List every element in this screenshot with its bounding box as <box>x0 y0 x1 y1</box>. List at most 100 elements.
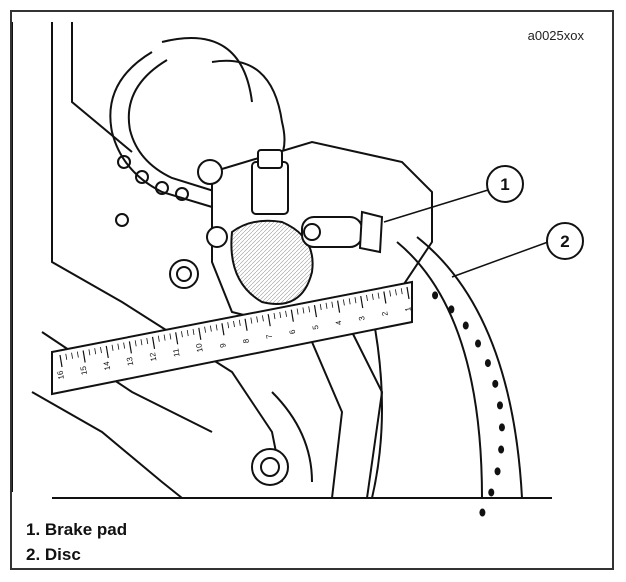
bolts <box>115 213 289 486</box>
ruler-minor-tick <box>319 303 322 311</box>
ruler-tick <box>383 291 387 304</box>
ruler-tick-label: 1 <box>403 306 413 312</box>
ruler-tick-label: 3 <box>357 315 367 321</box>
ruler-tick-label: 9 <box>218 342 228 348</box>
disc-hole <box>488 488 495 497</box>
disc-hole <box>475 339 482 348</box>
ruler-tick-label: 13 <box>125 356 136 367</box>
ruler-minor-tick <box>123 342 126 349</box>
ruler-minor-tick <box>140 339 143 346</box>
ruler-minor-tick <box>181 331 183 338</box>
ruler-minor-tick <box>94 348 97 355</box>
legend-item-brake-pad: 1. Brake pad <box>26 520 128 539</box>
disc-hole <box>498 423 505 432</box>
ruler-minor-tick <box>296 308 299 315</box>
ruler-tick <box>406 286 410 300</box>
ruler-tick <box>337 300 341 313</box>
ruler-minor-tick <box>192 328 195 335</box>
ruler-minor-tick <box>400 288 403 295</box>
ruler-tick-label: 11 <box>171 347 181 357</box>
ruler-minor-tick <box>238 319 241 326</box>
ruler-minor-tick <box>215 324 218 331</box>
leader-lines <box>383 189 549 278</box>
ruler-minor-tick <box>88 349 91 356</box>
ruler-minor-tick <box>169 333 172 340</box>
disc-holes <box>432 291 505 517</box>
disc-hole <box>484 359 491 368</box>
ruler-tick-label: 2 <box>380 310 390 316</box>
ruler-tick-label: 8 <box>241 337 251 343</box>
ruler-tick-label: 6 <box>288 328 298 334</box>
ruler-tick <box>360 295 364 309</box>
ruler-minor-tick <box>371 293 374 300</box>
ruler-minor-tick <box>342 299 345 306</box>
disc-hole <box>494 467 501 476</box>
ruler-minor-tick <box>76 351 79 358</box>
ruler-tick-label: 15 <box>79 365 90 376</box>
ruler-tick-label: 14 <box>102 360 113 371</box>
legend: 1. Brake pad 2. Disc <box>26 517 127 567</box>
disc-hole <box>498 445 505 454</box>
figure-code: a0025xox <box>527 28 584 43</box>
callout-1: 1 <box>486 165 524 203</box>
ruler-tick <box>244 318 248 331</box>
ruler-tick-label: 4 <box>334 319 344 325</box>
ruler-minor-tick <box>209 325 212 332</box>
ruler-minor-tick <box>302 307 305 314</box>
ruler-minor-tick <box>65 353 68 360</box>
brake-pad-pin <box>301 210 384 254</box>
disc-hole <box>496 401 503 410</box>
ruler-tick <box>59 354 63 368</box>
ruler-minor-tick <box>186 330 189 337</box>
ruler-minor-tick <box>348 298 351 305</box>
ruler-tick-label: 12 <box>148 351 159 362</box>
disc-hole <box>448 305 455 314</box>
ruler-minor-tick <box>204 326 206 333</box>
ruler-tick-label: 10 <box>194 342 205 353</box>
ruler-minor-tick <box>308 306 311 313</box>
disc-hole <box>492 379 499 388</box>
legend-item-disc: 2. Disc <box>26 545 81 564</box>
ruler-minor-tick <box>227 322 230 329</box>
ruler-tick <box>198 327 202 340</box>
callout-2-number: 2 <box>560 232 569 251</box>
ruler-minor-tick <box>250 317 253 324</box>
ruler-minor-tick <box>325 302 328 309</box>
ruler-minor-tick <box>157 335 160 342</box>
ruler-tick <box>290 309 294 322</box>
ruler-minor-tick <box>71 352 73 359</box>
ruler-minor-tick <box>279 311 282 318</box>
ruler-minor-tick <box>111 344 114 351</box>
ruler-tick <box>82 350 86 363</box>
ruler-minor-tick <box>331 301 334 308</box>
ruler-tick-label: 16 <box>55 369 66 380</box>
callout-1-number: 1 <box>500 175 509 194</box>
ruler-minor-tick <box>354 297 357 304</box>
ruler-tick-label: 5 <box>311 324 321 330</box>
ruler-minor-tick <box>146 337 149 345</box>
ruler-minor-tick <box>389 290 392 297</box>
ruler-tick <box>313 305 318 318</box>
brake-disc <box>371 236 523 499</box>
ruler-minor-tick <box>285 310 287 317</box>
ruler-minor-tick <box>233 320 235 328</box>
caliper-bracket <box>271 331 384 499</box>
disc-hole <box>432 291 439 300</box>
ruler-tick <box>267 314 271 327</box>
ruler-minor-tick <box>366 294 368 301</box>
ruler-minor-tick <box>377 292 380 299</box>
ruler-minor-tick <box>163 334 166 341</box>
disc-hole <box>479 508 486 517</box>
ruler-tick-label: 7 <box>264 333 274 339</box>
ruler-minor-tick <box>100 347 102 354</box>
ruler-tick <box>151 336 156 349</box>
ruler-tick <box>221 323 225 336</box>
ruler-tick <box>175 332 179 345</box>
ruler-minor-tick <box>395 289 397 296</box>
ruler-minor-tick <box>134 340 137 347</box>
ruler-minor-tick <box>117 343 120 350</box>
ruler-minor-tick <box>262 315 264 322</box>
